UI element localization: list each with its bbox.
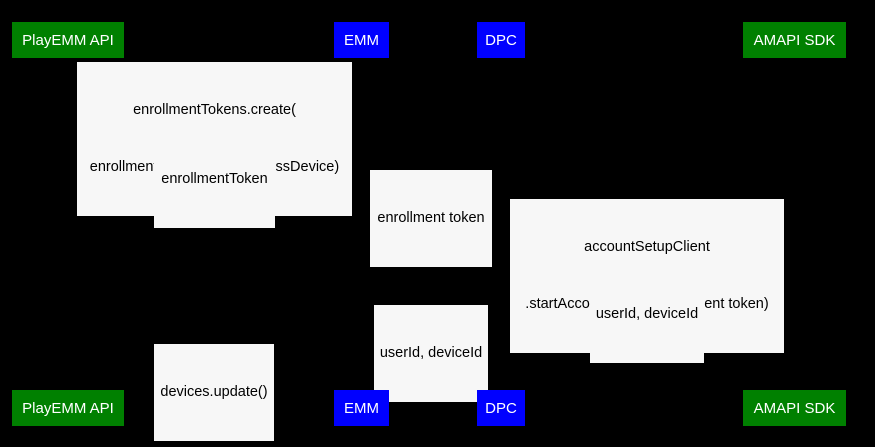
participant-box-emm-bottom[interactable]: EMM xyxy=(334,390,389,426)
message-label-enrollment-token-transfer: enrollment token xyxy=(370,170,492,267)
participant-label: PlayEMM API xyxy=(22,399,114,417)
message-label-devices-update: devices.update() xyxy=(154,344,274,441)
message-label-enrollment-token-return: enrollmentToken xyxy=(154,131,275,228)
message-line-1: userId, deviceId xyxy=(595,306,699,322)
participant-label: AMAPI SDK xyxy=(753,399,836,417)
participant-label: PlayEMM API xyxy=(22,31,114,49)
participant-label: EMM xyxy=(344,399,379,417)
participant-box-dpc-top[interactable]: DPC xyxy=(477,22,525,58)
message-line-1: devices.update() xyxy=(160,384,268,400)
participant-label: DPC xyxy=(485,31,517,49)
message-line-1: enrollmentTokens.create( xyxy=(133,102,296,118)
message-line-1: enrollmentToken xyxy=(161,171,268,187)
message-line-1: accountSetupClient xyxy=(584,239,710,255)
message-line-1: enrollment token xyxy=(377,210,485,226)
message-line-1: userId, deviceId xyxy=(379,345,483,361)
participant-box-dpc-bottom[interactable]: DPC xyxy=(477,390,525,426)
message-label-userid-deviceid-sdk-to-dpc: userId, deviceId xyxy=(590,266,704,363)
participant-box-amapi-sdk-bottom[interactable]: AMAPI SDK xyxy=(743,390,846,426)
participant-box-emm-top[interactable]: EMM xyxy=(334,22,389,58)
participant-label: EMM xyxy=(344,31,379,49)
participant-label: DPC xyxy=(485,399,517,417)
participant-box-amapi-sdk-top[interactable]: AMAPI SDK xyxy=(743,22,846,58)
participant-box-playemm-api-top[interactable]: PlayEMM API xyxy=(12,22,124,58)
message-label-userid-deviceid-dpc-to-emm: userId, deviceId xyxy=(374,305,488,402)
participant-label: AMAPI SDK xyxy=(753,31,836,49)
participant-box-playemm-api-bottom[interactable]: PlayEMM API xyxy=(12,390,124,426)
